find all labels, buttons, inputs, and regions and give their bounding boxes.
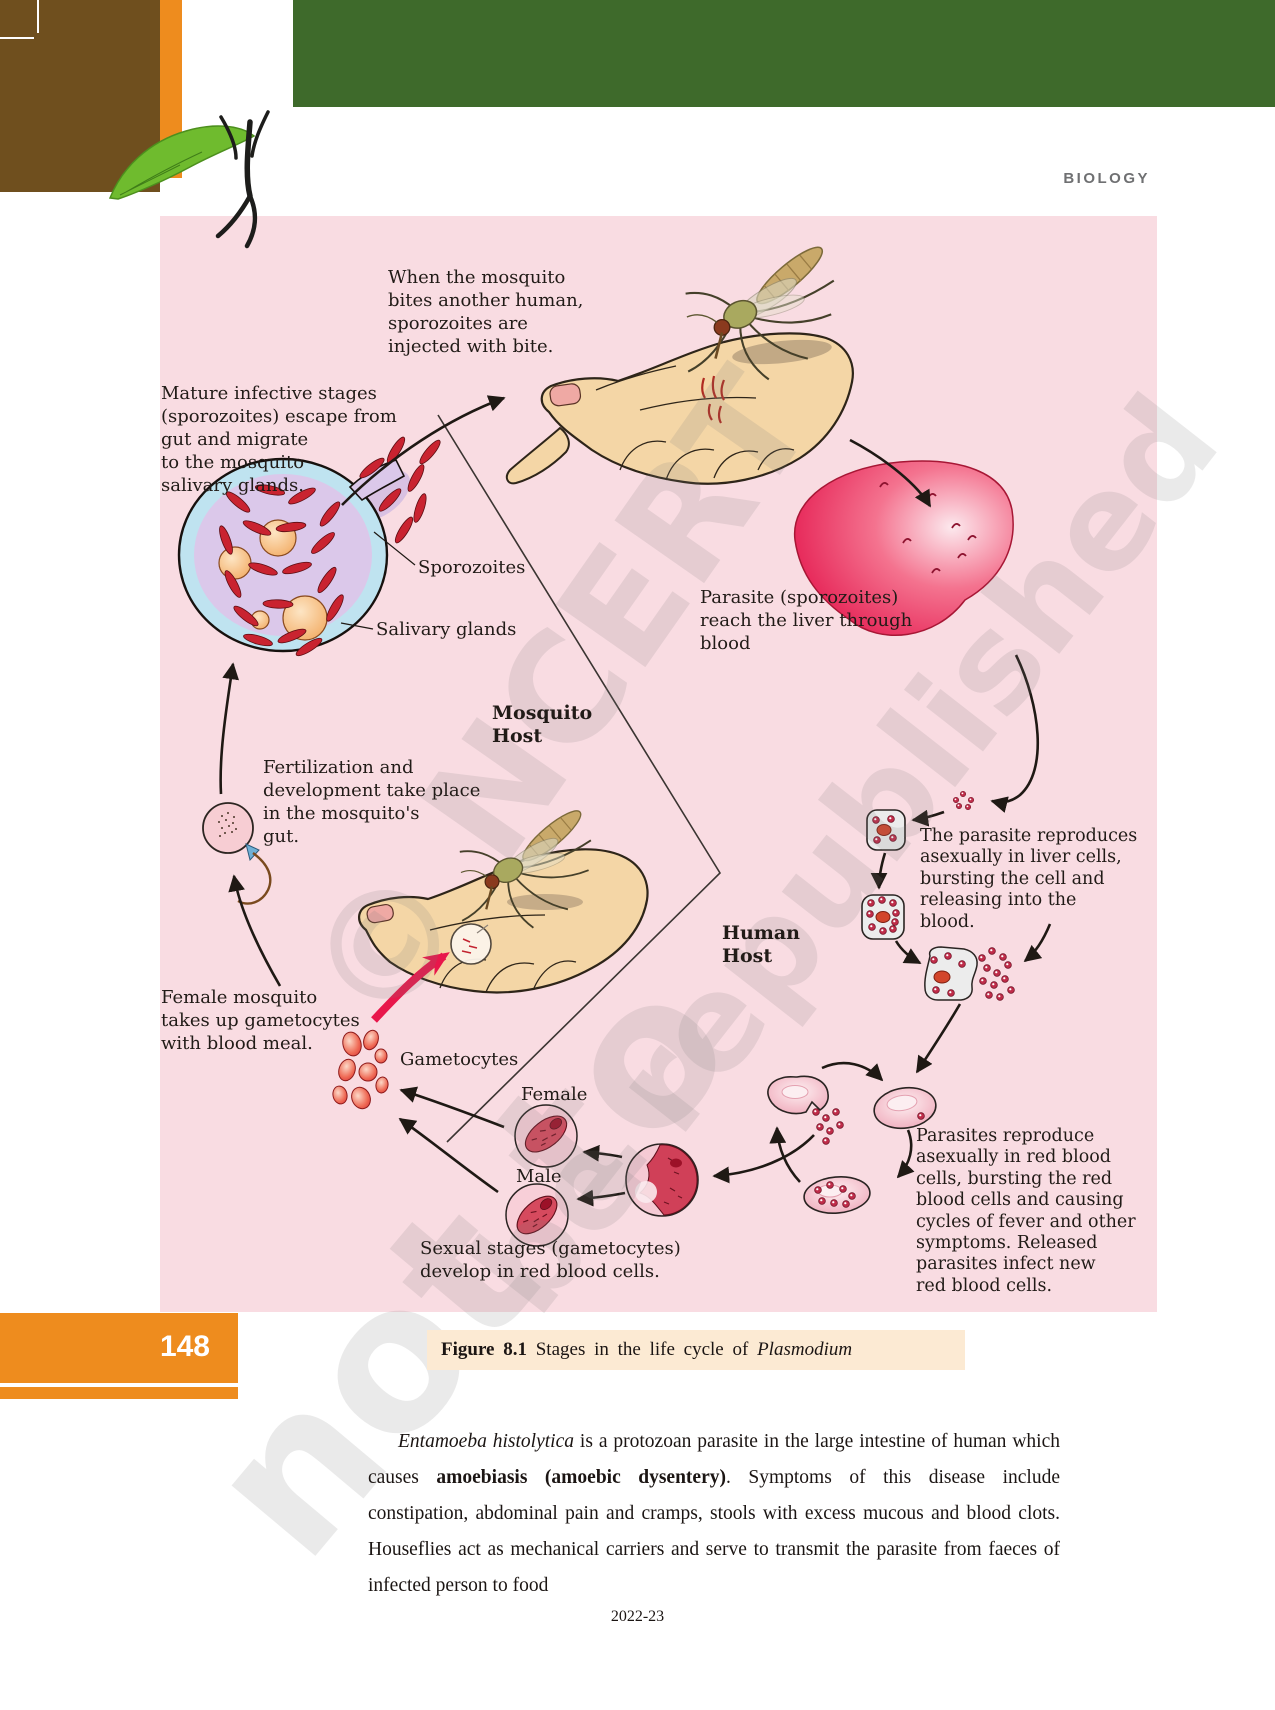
label-salivary-glands: Salivary glands xyxy=(376,619,517,640)
paragraph-text-cont: . Symptoms of this disease include const… xyxy=(368,1467,1060,1596)
label-gametocytes: Gametocytes xyxy=(400,1049,519,1070)
label-female-mosquito: Female mosquito takes up gametocytes wit… xyxy=(161,987,360,1054)
label-fertilization: Fertilization and development take place… xyxy=(263,757,481,847)
footer-year: 2022-23 xyxy=(610,1608,665,1625)
label-sporozoites: Sporozoites xyxy=(418,557,526,578)
page-number-strip xyxy=(0,1387,238,1399)
label-liver-cells: The parasite reproduces asexually in liv… xyxy=(920,826,1138,932)
page-number-box: 148 xyxy=(0,1313,238,1383)
label-female: Female xyxy=(521,1084,588,1105)
running-head-subject: BIOLOGY xyxy=(1063,170,1150,187)
figure-caption-label: Figure 8.1 xyxy=(441,1339,527,1360)
figure-caption: Figure 8.1 Stages in the life cycle of P… xyxy=(427,1330,965,1370)
figure-caption-species: Plasmodium xyxy=(757,1339,853,1360)
body-paragraph: Entamoeba histolytica is a protozoan par… xyxy=(368,1424,1060,1604)
page-number: 148 xyxy=(159,1330,210,1363)
label-bite: When the mosquito bites another human, s… xyxy=(388,267,584,357)
label-human-host: Human Host xyxy=(722,922,800,967)
label-mature-stages: Mature infective stages (sporozoites) es… xyxy=(161,383,397,496)
chapter-green-band xyxy=(293,0,1275,107)
label-sexual-stages: Sexual stages (gametocytes) develop in r… xyxy=(420,1238,681,1282)
label-male: Male xyxy=(516,1166,562,1187)
label-mosquito-host: Mosquito Host xyxy=(492,702,593,747)
label-rbc-cycle: Parasites reproduce asexually in red blo… xyxy=(916,1126,1136,1296)
label-parasite-liver: Parasite (sporozoites) reach the liver t… xyxy=(700,587,913,654)
disease-name-bold: amoebiasis (amoebic dysentery) xyxy=(436,1467,726,1488)
figure-caption-text: Stages in the life cycle of xyxy=(526,1339,758,1360)
paragraph-text: is a protozoan parasite in the large int… xyxy=(368,1431,1060,1488)
species-name-italic: Entamoeba histolytica xyxy=(398,1431,574,1452)
